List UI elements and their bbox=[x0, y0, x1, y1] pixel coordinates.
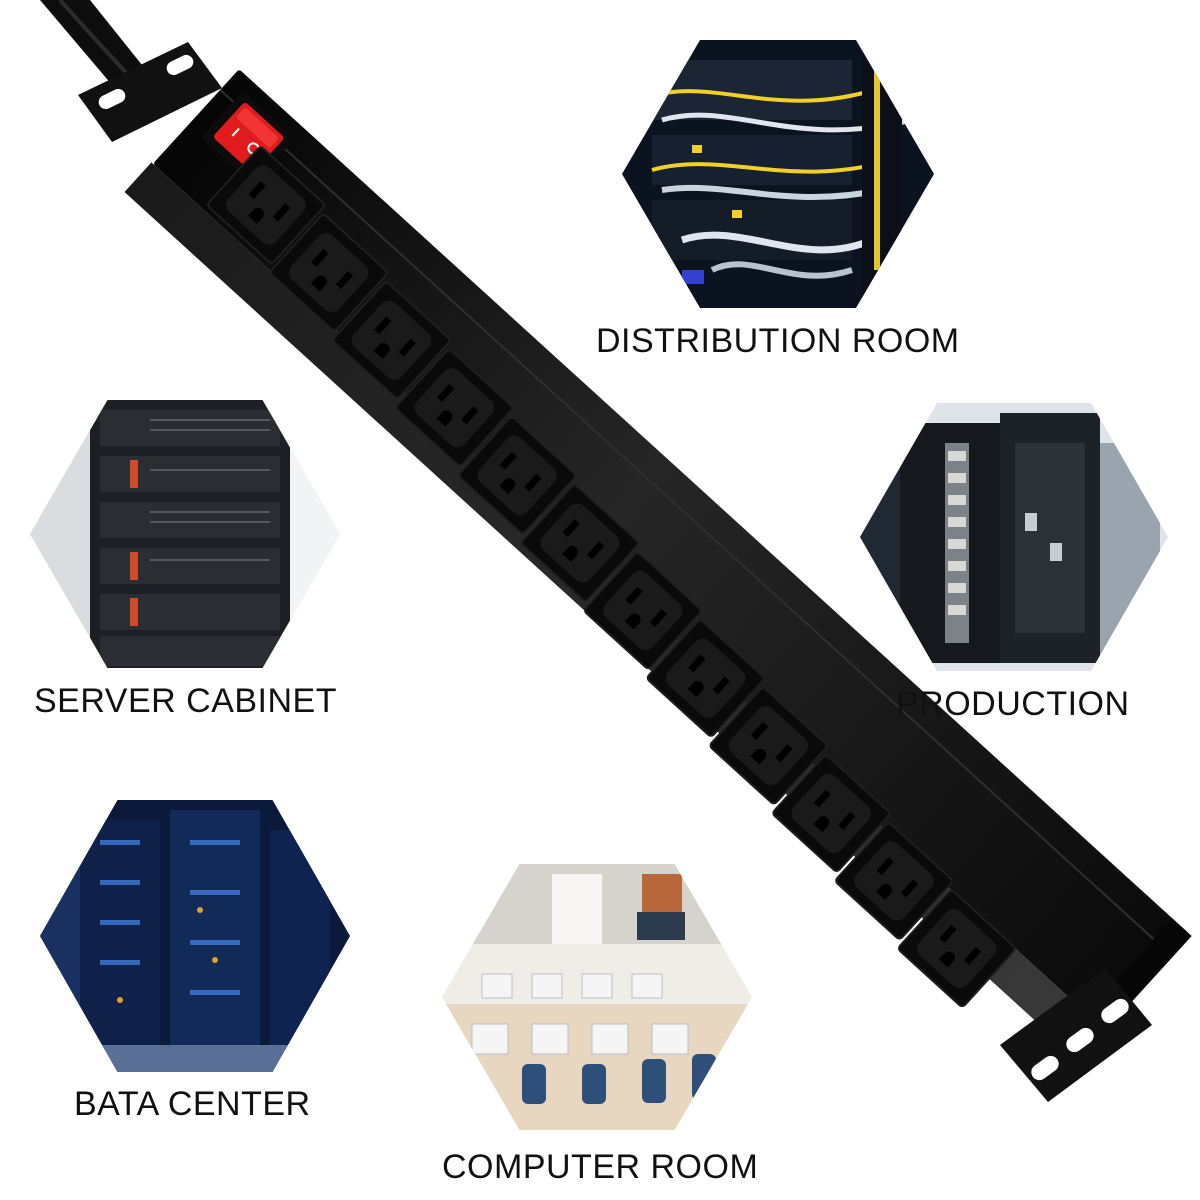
caption-production: PRODUCTION bbox=[896, 685, 1130, 723]
caption-bata-center: BATA CENTER bbox=[74, 1085, 311, 1123]
top-mounting-bracket bbox=[78, 42, 222, 142]
outlet bbox=[709, 687, 828, 805]
outlet bbox=[521, 484, 639, 602]
server-cabinet-photo bbox=[30, 400, 340, 668]
outlet bbox=[897, 890, 1016, 1008]
outlet bbox=[458, 416, 577, 534]
outlet bbox=[772, 754, 891, 872]
caption-distribution-room: DISTRIBUTION ROOM bbox=[596, 322, 960, 360]
bottom-mounting-bracket bbox=[1000, 968, 1152, 1102]
outlet bbox=[835, 822, 953, 940]
caption-server-cabinet: SERVER CABINET bbox=[34, 682, 338, 720]
outlet bbox=[269, 214, 388, 332]
outlet bbox=[646, 619, 765, 737]
outlet bbox=[332, 281, 451, 399]
outlet bbox=[395, 349, 514, 467]
caption-computer-room: COMPUTER ROOM bbox=[442, 1148, 759, 1186]
outlet bbox=[583, 552, 702, 670]
outlet bbox=[207, 146, 325, 264]
